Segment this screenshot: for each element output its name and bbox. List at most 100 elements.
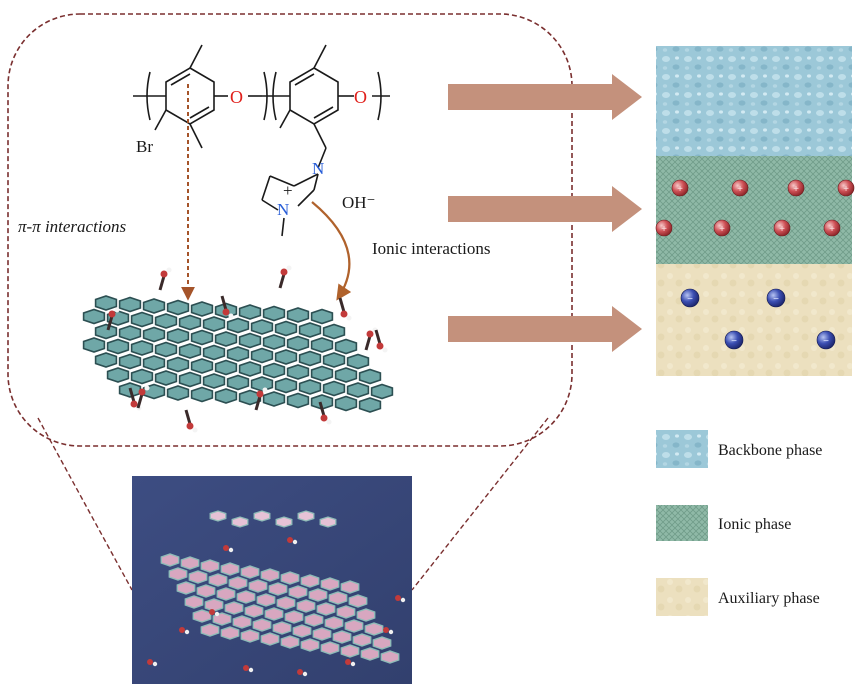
rendered-ring	[220, 562, 240, 576]
graphene-ring	[178, 343, 202, 359]
rendered-ring	[336, 605, 356, 619]
graphene-ring	[250, 347, 274, 364]
graphene-ring	[262, 334, 286, 350]
graphene-ring	[298, 350, 322, 367]
rendered-ring	[344, 619, 364, 633]
cation-symbol: +	[843, 184, 849, 195]
graphene-ring	[118, 325, 142, 341]
graphene-ring	[346, 353, 370, 370]
graphene-ring	[106, 367, 130, 383]
ionic-interaction-arrow	[311, 201, 352, 301]
rendered-oxygen-atom	[209, 609, 215, 615]
rendered-ring	[276, 596, 296, 610]
graphene-ring	[298, 322, 322, 338]
graphene-ring	[142, 355, 166, 371]
graphene-ring	[238, 304, 262, 320]
graphene-ring	[118, 296, 142, 313]
rendered-ring	[240, 629, 260, 643]
graphene-ring	[322, 380, 346, 397]
graphene-ring	[310, 308, 334, 325]
arrow-to-auxiliary	[448, 306, 642, 352]
legend-label-backbone: Backbone phase	[718, 442, 822, 459]
rendered-oxygen-atom	[147, 659, 153, 665]
oxygen-group-bond	[136, 393, 144, 409]
oxygen-atom	[108, 310, 116, 318]
oxygen-group-bond	[158, 275, 166, 291]
rendered-ring	[200, 559, 220, 573]
oxygen-atom	[366, 330, 374, 338]
cation-symbol: +	[677, 184, 683, 195]
rendered-ring	[232, 615, 252, 629]
rendered-ring	[256, 593, 276, 607]
rendered-hydrogen-atom	[388, 629, 394, 635]
rendered-hydrogen-atom	[248, 667, 254, 673]
rendered-oxygen-atom	[287, 537, 293, 543]
rendered-ring	[200, 623, 220, 637]
bromine-label: Br	[136, 137, 153, 156]
rendered-polymer-ring	[297, 510, 315, 522]
oxygen-atom	[138, 388, 146, 396]
polymer-structure	[133, 44, 390, 237]
rendered-polymer-ring	[253, 510, 271, 522]
oxygen-group-bond	[254, 395, 262, 411]
graphene-ring	[310, 337, 334, 353]
legend-swatch-ionic	[656, 505, 708, 541]
graphene-ring	[106, 338, 130, 355]
oxygen-group-bond	[364, 335, 372, 351]
rendered-ring	[192, 609, 212, 623]
rendered-ring	[380, 650, 400, 664]
ionic-interactions-label: Ionic interactions	[372, 239, 491, 258]
anion-symbol: −	[687, 294, 693, 305]
legend-label-ionic: Ionic phase	[718, 516, 791, 533]
graphene-ring	[238, 361, 262, 377]
nitrogen-label-1: N	[312, 159, 324, 178]
cation-symbol: +	[719, 224, 725, 235]
legend-label-auxiliary: Auxiliary phase	[718, 590, 820, 607]
anion-symbol: −	[823, 336, 829, 347]
rendered-oxygen-atom	[395, 595, 401, 601]
graphene-ring	[142, 298, 166, 314]
graphene-ring	[166, 385, 190, 401]
rendered-ring	[300, 638, 320, 652]
oxygen-atom	[256, 390, 264, 398]
oxygen-group-bond	[278, 273, 286, 289]
rendered-ring	[348, 594, 368, 608]
graphene-ring	[250, 376, 274, 392]
rendered-hydrogen-atom	[152, 661, 158, 667]
cation-symbol: +	[829, 224, 835, 235]
rendered-hydrogen-atom	[350, 661, 356, 667]
graphene-ring	[370, 383, 394, 400]
rendered-ring	[208, 573, 228, 587]
graphene-ring	[358, 368, 382, 385]
graphene-ring	[274, 349, 298, 365]
ion-markers: ++++++++−−−−	[655, 179, 855, 350]
graphene-ring	[190, 301, 214, 317]
hydrogen-atom	[262, 387, 268, 393]
rendered-ring	[252, 618, 272, 632]
graphene-ring	[118, 353, 142, 370]
rendered-hydrogen-atom	[292, 539, 298, 545]
rendered-hydrogen-atom	[214, 611, 220, 617]
rendered-ring	[292, 624, 312, 638]
rendered-ring	[180, 556, 200, 570]
rendered-ring	[372, 636, 392, 650]
rendered-oxygen-atom	[223, 545, 229, 551]
graphene-ring	[82, 308, 106, 325]
hydrogen-atom	[286, 265, 292, 271]
hydrogen-atom	[166, 267, 172, 273]
rendered-graphene-composite	[147, 510, 406, 677]
graphene-ring	[346, 382, 370, 398]
graphene-ring	[286, 335, 310, 352]
graphene-ring	[202, 373, 226, 389]
graphene-ring	[298, 379, 322, 395]
plus-sign: +	[283, 181, 293, 200]
rendered-oxygen-atom	[297, 669, 303, 675]
graphene-ring	[166, 299, 190, 316]
rendered-ring	[340, 644, 360, 658]
oxygen-group-bond	[220, 295, 228, 311]
hydrogen-atom	[144, 385, 150, 391]
graphene-ring	[214, 359, 238, 376]
graphene-ring	[238, 332, 262, 349]
graphene-ring	[130, 311, 154, 328]
hydrogen-atom	[326, 419, 332, 425]
